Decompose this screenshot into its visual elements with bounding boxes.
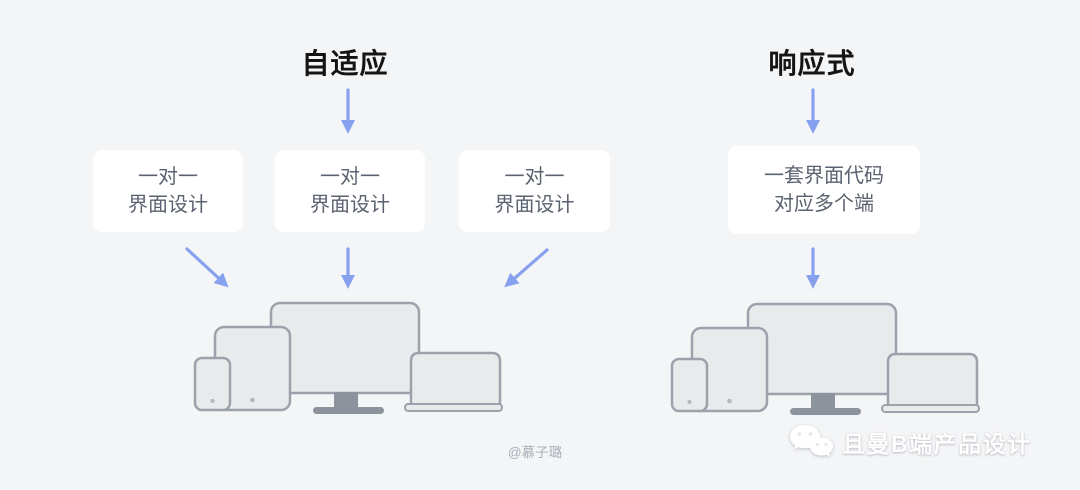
adaptive-card-1-line1: 一对一	[138, 166, 198, 188]
adaptive-card-2-line1: 一对一	[320, 166, 380, 188]
responsive-card-line1: 一套界面代码	[764, 165, 884, 187]
adaptive-title: 自适应	[301, 48, 389, 79]
responsive-card-line2: 对应多个端	[774, 193, 874, 215]
watermark-text: 且曼B端产品设计	[842, 431, 1032, 457]
adaptive-card-1: 一对一 界面设计	[93, 150, 243, 232]
watermark: 且曼B端产品设计	[788, 424, 1032, 460]
devices-responsive	[670, 302, 981, 417]
adaptive-card-3-line1: 一对一	[504, 166, 565, 188]
adaptive-card-3: 一对一 界面设计	[459, 150, 610, 232]
responsive-card: 一套界面代码 对应多个端	[728, 146, 920, 234]
responsive-title: 响应式	[768, 48, 856, 79]
adaptive-card-3-line2: 界面设计	[494, 194, 575, 216]
adaptive-card-2: 一对一 界面设计	[275, 150, 425, 232]
down-left-arrow-icon	[504, 248, 549, 288]
adaptive-card-1-line2: 界面设计	[128, 194, 208, 216]
wechat-icon	[790, 425, 833, 457]
author-credit: @慕子璐	[507, 445, 563, 460]
down-right-arrow-icon	[185, 247, 229, 288]
devices-adaptive	[193, 301, 504, 416]
adaptive-card-2-line2: 界面设计	[310, 194, 390, 216]
